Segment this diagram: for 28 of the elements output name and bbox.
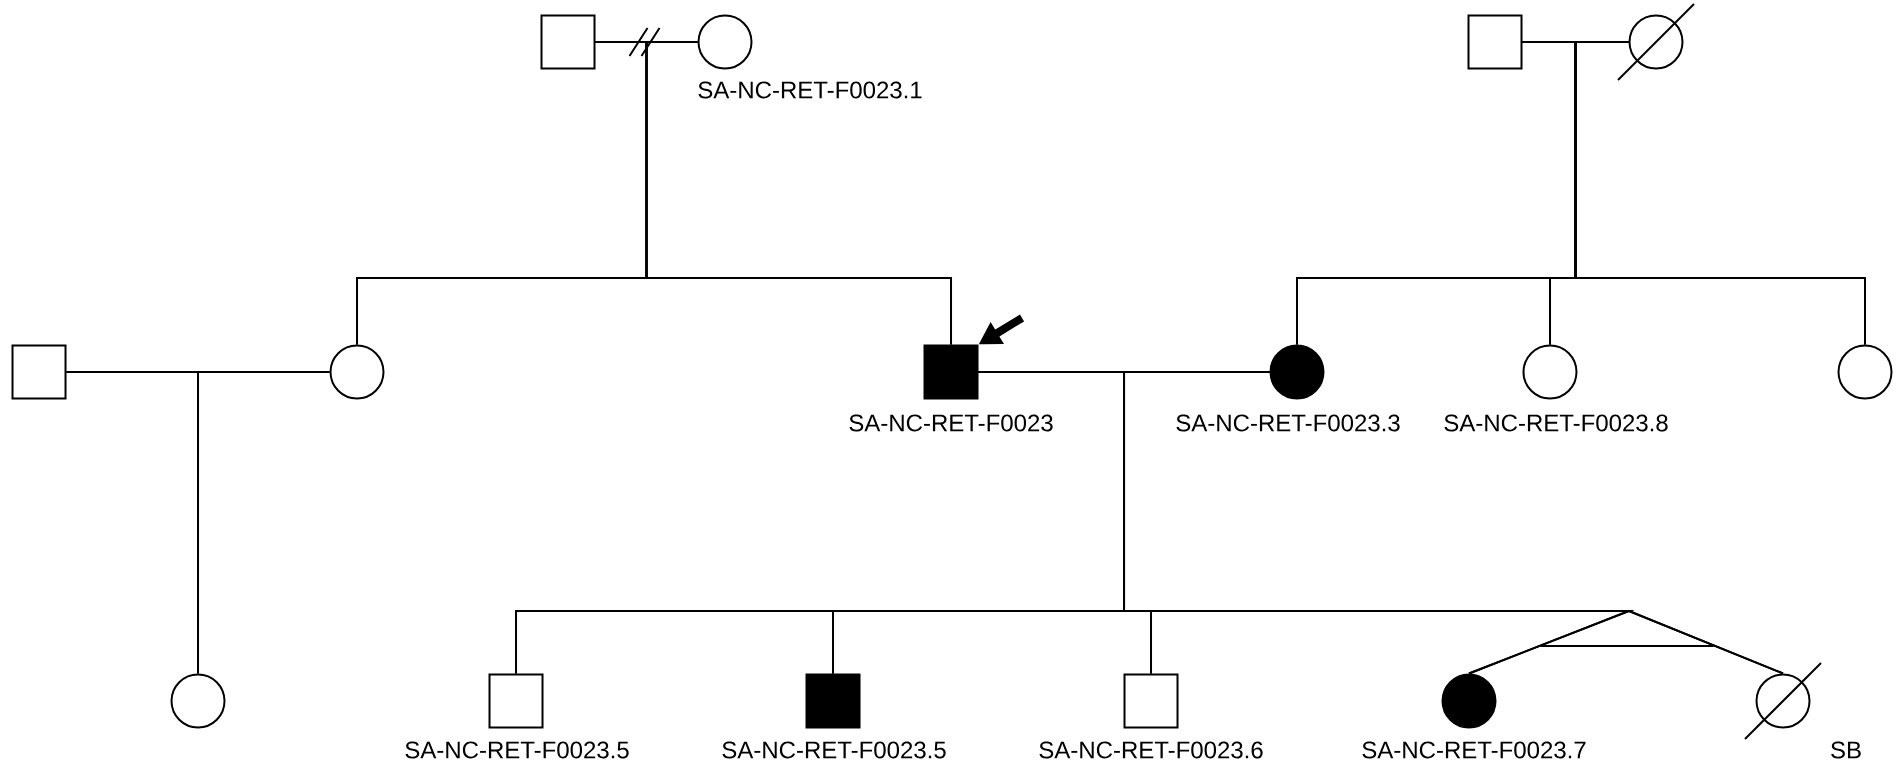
individual-id: SA-NC-RET-F0023.7 <box>1362 741 1586 759</box>
male-square <box>488 673 544 729</box>
female-circle <box>1837 344 1893 400</box>
deceased-female-circle <box>1617 3 1695 81</box>
individual-id: SA-NC-RET-F0023.6 <box>1039 741 1263 759</box>
descent-line <box>1123 371 1784 675</box>
affected-female-circle <box>1441 673 1497 729</box>
female-circle <box>329 344 385 400</box>
individual-id: SA-NC-RET-F0023.3 <box>1176 414 1400 432</box>
male-square <box>540 14 596 70</box>
female-circle <box>170 673 226 729</box>
individual-id: SA-NC-RET-F0023.5 <box>722 741 946 759</box>
individual-id: SA-NC-RET-F0023 <box>849 414 1053 432</box>
affected-male-square <box>805 673 861 729</box>
individual-id: SB <box>1831 741 1861 759</box>
female-circle <box>697 14 753 70</box>
affected-male-square <box>923 344 979 400</box>
individual-id: SA-NC-RET-F0023.8 <box>1444 414 1668 432</box>
male-square <box>1123 673 1179 729</box>
descent-line <box>1574 41 1866 346</box>
individual-id: SA-NC-RET-F0023.1 <box>698 81 922 99</box>
male-square <box>1467 14 1523 70</box>
male-square <box>11 344 67 400</box>
descent-line <box>197 371 331 675</box>
female-circle <box>1522 344 1578 400</box>
individual-id: SA-NC-RET-F0023.5 <box>405 741 629 759</box>
deceased-female-circle <box>1744 662 1822 740</box>
affected-female-circle <box>1269 344 1325 400</box>
